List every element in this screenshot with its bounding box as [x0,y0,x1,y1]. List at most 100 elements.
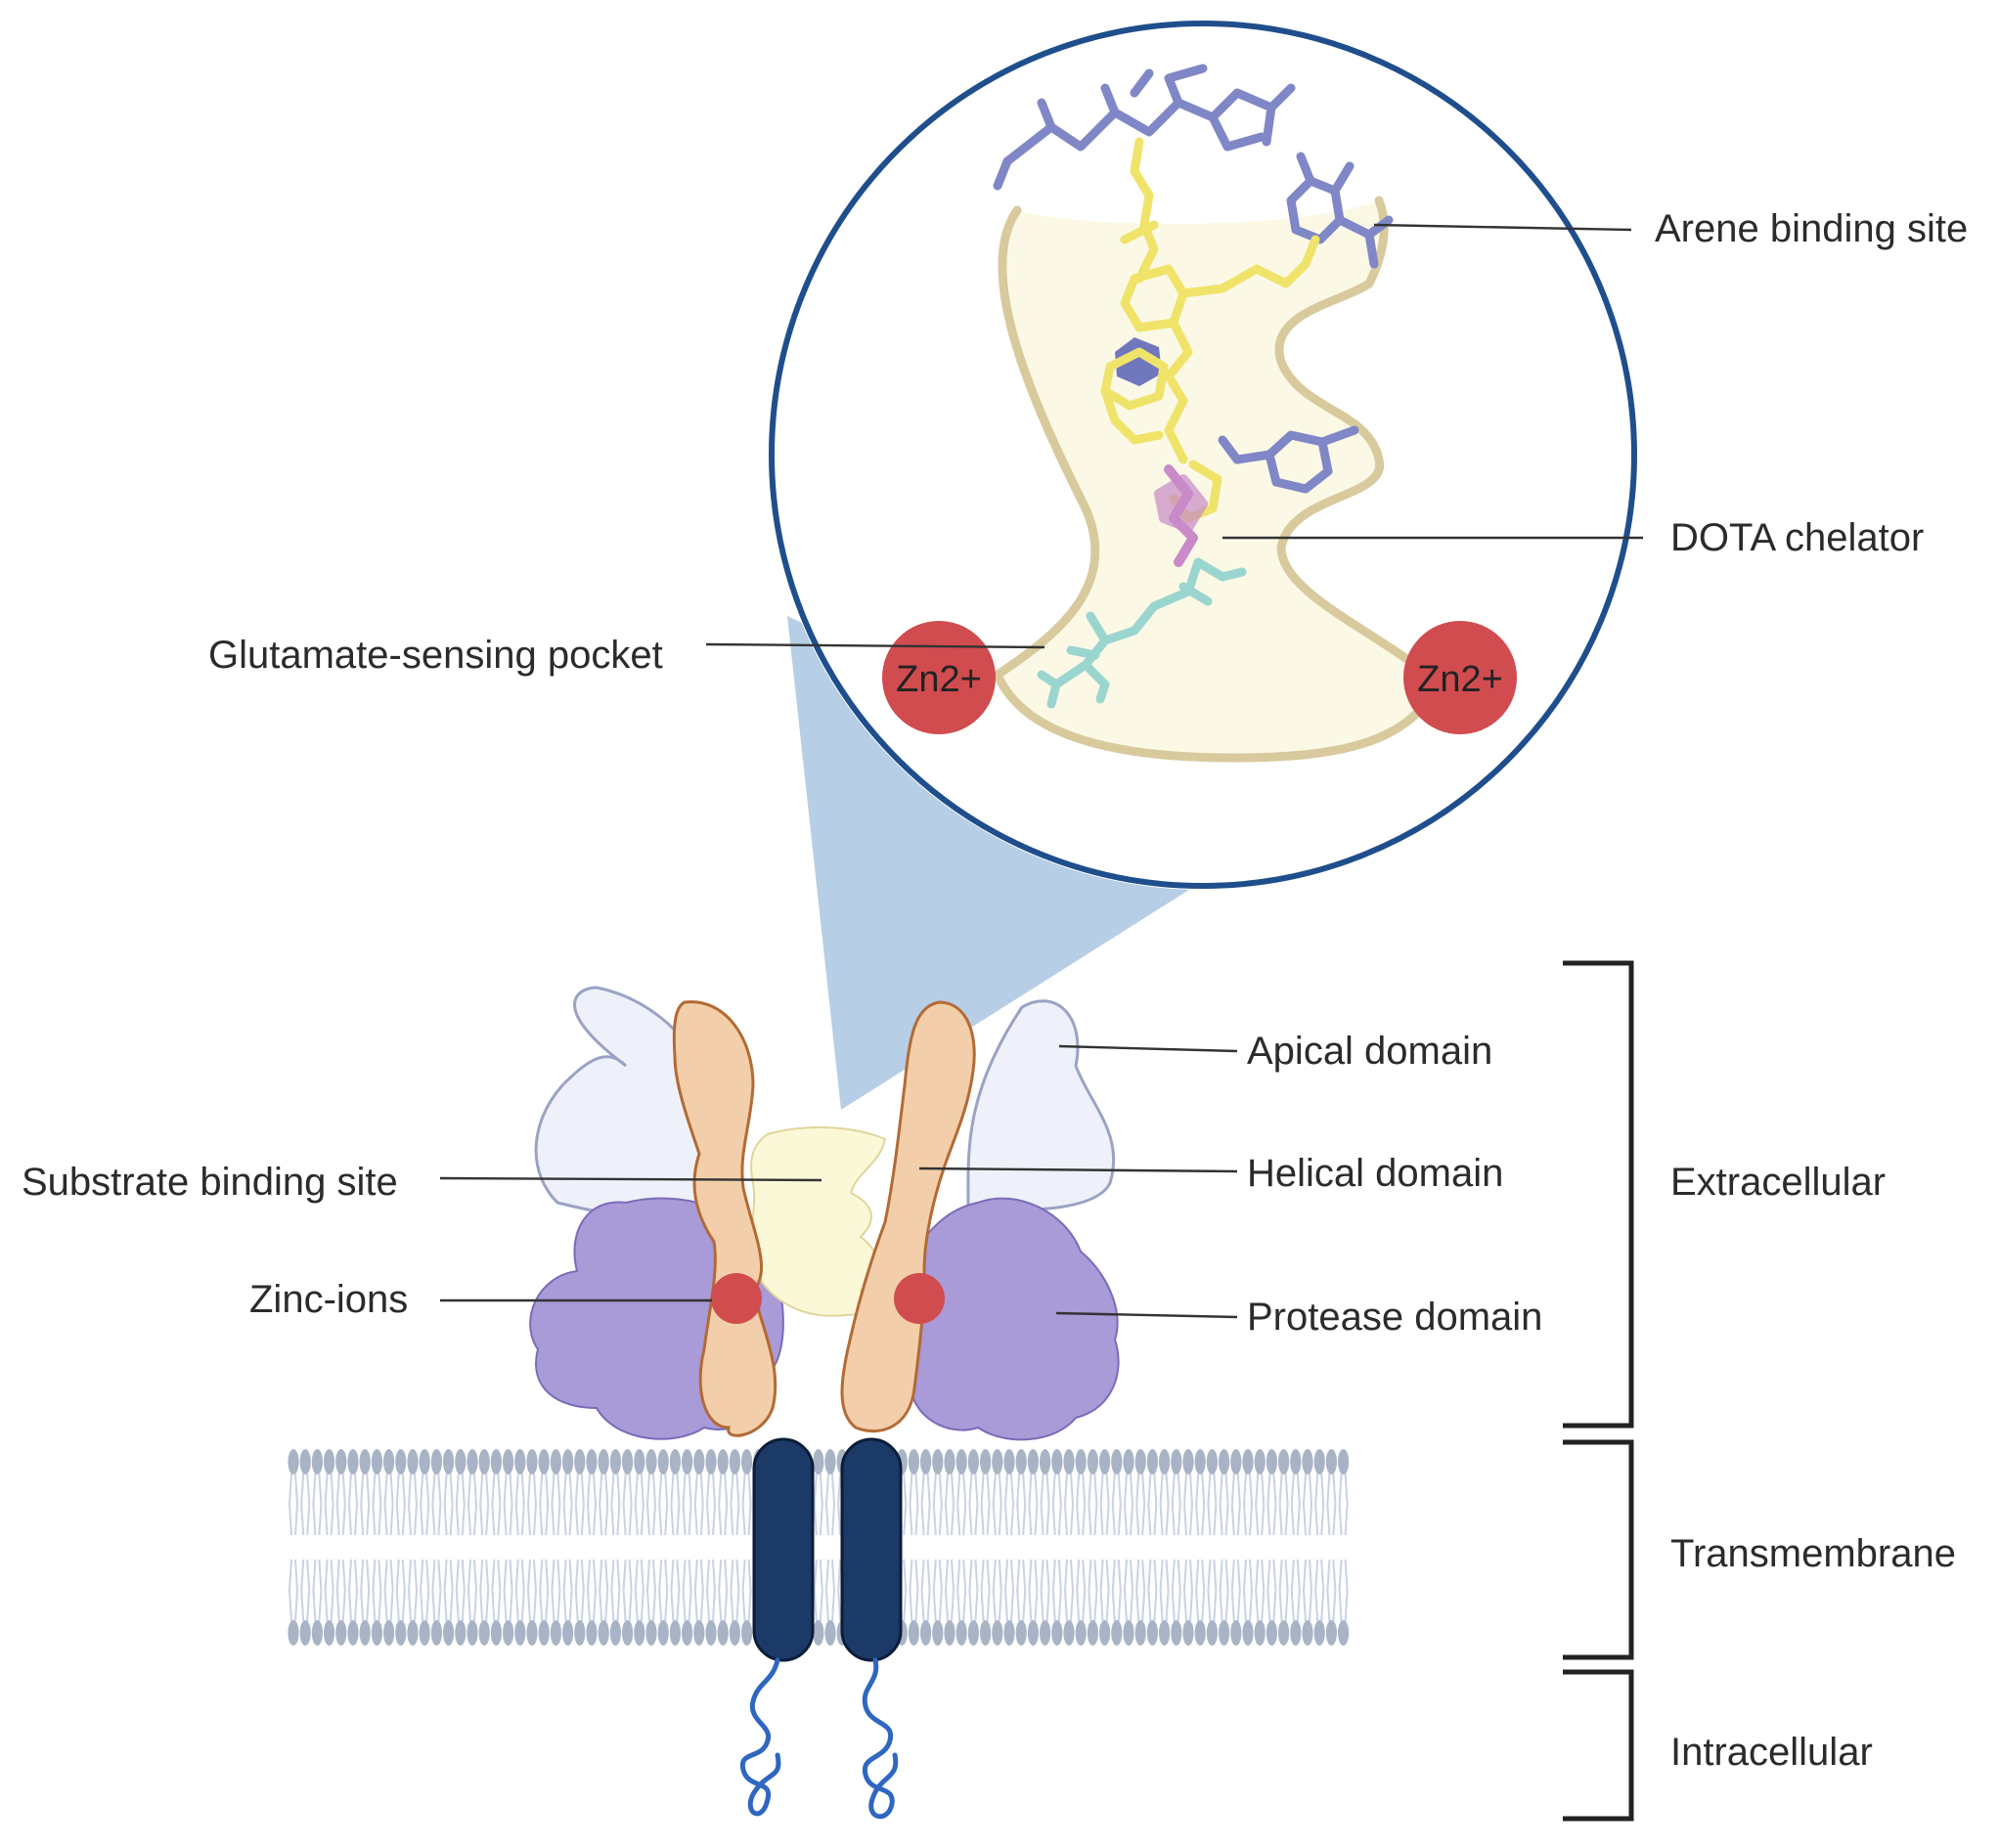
lipid-tail [824,1559,836,1622]
lipid-tail [1195,1559,1206,1622]
zn-ion-right: Zn2+ [1403,621,1517,734]
lipid-tail [1088,1559,1098,1622]
lipid-head [1159,1620,1171,1646]
lipid-head [586,1620,598,1646]
intracellular-bracket [1563,1669,1634,1822]
lipid-tail [300,1473,311,1536]
lipid-tail [466,1473,478,1536]
lipid-tail [562,1473,573,1536]
lipid-tail [1040,1559,1050,1622]
lipid-tail [300,1559,311,1622]
glutamate-moiety [1037,557,1247,709]
lipid-head [443,1449,455,1474]
lipid-head [967,1620,980,1646]
lipid-head [705,1449,717,1474]
lipid-tail [670,1559,681,1622]
lipid-tail [539,1473,550,1536]
lipid-tail [1123,1559,1134,1622]
lipid-tail [526,1473,538,1536]
lipid-tail [1016,1473,1027,1536]
lipid-head [682,1449,693,1474]
lipid-head [1134,1620,1146,1646]
label-helical-domain: Helical domain [1247,1152,1503,1195]
lipid-tail [551,1473,561,1536]
lipid-head [1027,1449,1039,1474]
label-dota-chelator: DOTA chelator [1670,516,1924,559]
lipid-head [908,1620,920,1646]
lipid-head [944,1620,955,1646]
lipid-head [407,1620,419,1646]
lipid-tail [730,1559,740,1622]
lipid-head [383,1620,395,1646]
lipid-tail [1111,1559,1122,1622]
lipid-head [1146,1449,1158,1474]
lipid-tail [324,1559,334,1622]
lipid-tail [1278,1473,1289,1536]
lipid-bilayer [288,1449,1350,1646]
zn-ion-left: Zn2+ [882,621,996,734]
lipid-head [980,1449,992,1474]
lipid-tail [562,1559,573,1622]
lipid-head [682,1620,693,1646]
lipid-head [741,1620,753,1646]
lipid-head [288,1620,299,1646]
lipid-tail [431,1559,442,1622]
zoom-inset: Zn2+ Zn2+ [768,20,1638,890]
lipid-head [824,1449,836,1474]
apical-domain-right [966,999,1116,1211]
lipid-head [634,1620,645,1646]
extracellular-bracket [1563,960,1634,1429]
yellow-linker [1100,137,1320,523]
lipid-head [562,1620,574,1646]
zn-ion-left-label: Zn2+ [896,659,982,700]
lipid-head [717,1449,729,1474]
lipid-tail [395,1473,406,1536]
lipid-tail [1278,1559,1289,1622]
lipid-tail [1314,1559,1325,1622]
lipid-head [526,1620,538,1646]
lipid-head [538,1449,550,1474]
lipid-tail [503,1473,513,1536]
lipid-head [1219,1620,1230,1646]
lipid-head [478,1620,490,1646]
lipid-tail [383,1473,394,1536]
lipid-tail [1219,1473,1229,1536]
lipid-tail [491,1559,502,1622]
lipid-head [1027,1620,1039,1646]
lipid-tail [1088,1473,1098,1536]
lipid-tail [1159,1559,1170,1622]
lipid-head [407,1449,419,1474]
lipid-tail [658,1473,669,1536]
lipid-tail [514,1559,525,1622]
lipid-tail [383,1559,394,1622]
lipid-tail [324,1473,334,1536]
lipid-head [813,1620,824,1646]
lipid-tail [622,1559,633,1622]
lipid-tail [645,1473,657,1536]
lipid-tail [1111,1473,1122,1536]
zinc-ion-left [711,1273,762,1324]
lipid-tail [1266,1559,1277,1622]
lipid-head [1266,1620,1277,1646]
transmembrane-bracket [1563,1439,1634,1660]
lipid-tail [1040,1473,1050,1536]
lipid-head [1194,1620,1206,1646]
lipid-tail [1195,1473,1206,1536]
lipid-head [908,1449,920,1474]
lipid-tail [1171,1559,1181,1622]
lipid-head [1134,1449,1146,1474]
lipid-tail [813,1559,823,1622]
lipid-tail [813,1473,823,1536]
lipid-head [1254,1620,1266,1646]
lipid-head [1182,1449,1194,1474]
label-substrate-binding-site: Substrate binding site [22,1161,398,1204]
lipid-tail [932,1559,943,1622]
lipid-head [419,1449,430,1474]
lipid-tail [956,1473,967,1536]
lipid-tail [968,1473,979,1536]
lipid-tail [479,1559,490,1622]
lipid-head [1338,1620,1350,1646]
lipid-tail [1230,1559,1241,1622]
lipid-head [1075,1449,1087,1474]
lipid-tail [347,1473,359,1536]
